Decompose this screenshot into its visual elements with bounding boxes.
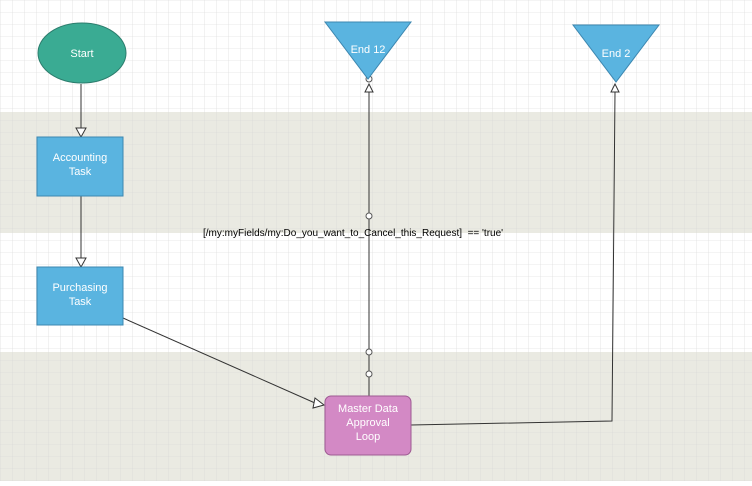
accounting-task-label-line2: Task (69, 166, 92, 178)
connector-waypoint[interactable] (365, 348, 373, 356)
accounting-task-node[interactable]: Accounting Task (36, 136, 124, 197)
master-loop-label-line1: Master Data (338, 403, 399, 415)
master-data-approval-loop-node[interactable]: Master Data Approval Loop (324, 395, 412, 456)
master-loop-label-line3: Loop (356, 431, 380, 443)
connector-waypoint[interactable] (365, 212, 373, 220)
connector-accounting-purchasing[interactable] (75, 196, 87, 269)
end-12-node[interactable]: End 12 (323, 21, 413, 80)
purchasing-task-node[interactable]: Purchasing Task (36, 266, 124, 326)
end-12-label: End 12 (351, 44, 386, 56)
master-loop-label-line2: Approval (346, 417, 389, 429)
condition-label: [/my:myFields/my:Do_you_want_to_Cancel_t… (203, 228, 503, 239)
connector-start-accounting[interactable] (75, 84, 87, 139)
accounting-task-label-line1: Accounting (53, 152, 107, 164)
purchasing-task-label-line1: Purchasing (52, 282, 107, 294)
start-node-label: Start (70, 48, 93, 60)
purchasing-task-label-line2: Task (69, 296, 92, 308)
start-node[interactable]: Start (37, 22, 127, 84)
end-2-label: End 2 (602, 48, 631, 60)
end-2-node[interactable]: End 2 (571, 24, 661, 83)
connector-purchasing-master[interactable] (122, 317, 326, 409)
connector-master-end2[interactable] (410, 82, 620, 426)
connector-master-end12[interactable] (364, 75, 374, 396)
connector-waypoint[interactable] (365, 370, 373, 378)
